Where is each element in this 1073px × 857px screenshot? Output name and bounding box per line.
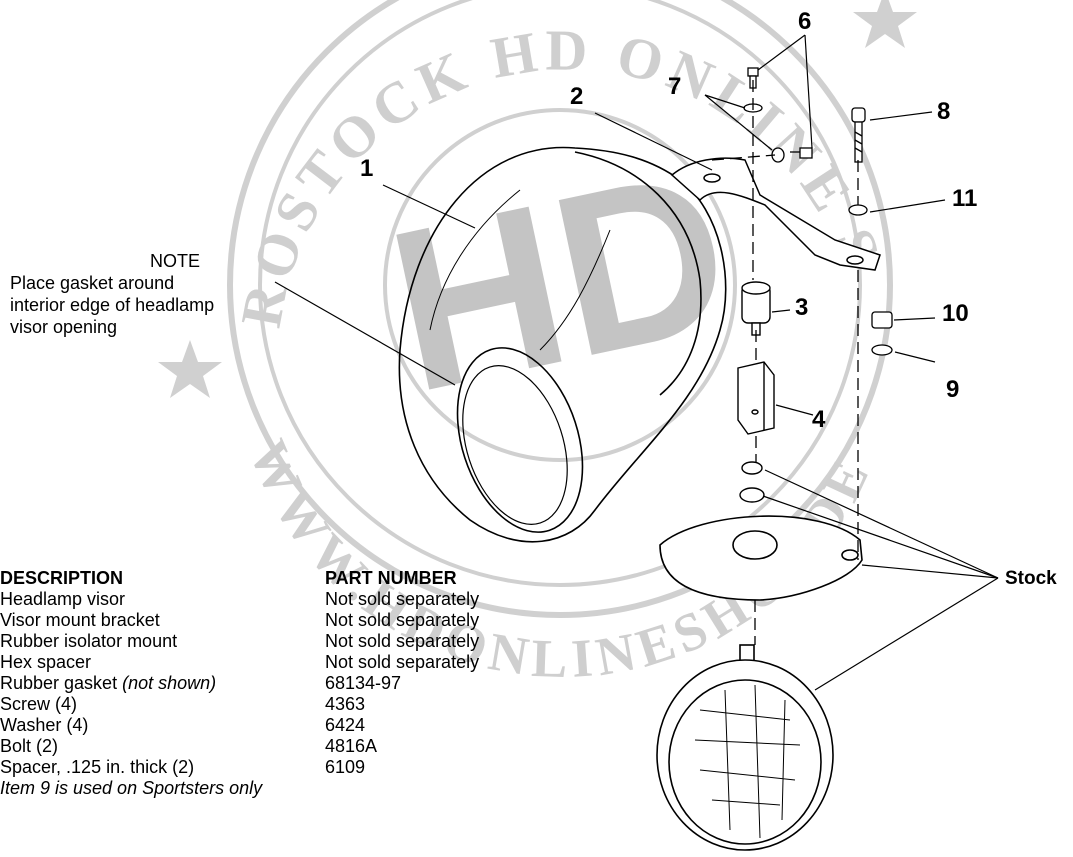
watermark-stamp [158, 0, 917, 618]
part-number: 68134-97 [325, 673, 402, 693]
callout-4: 4 [812, 406, 826, 433]
leader-lines [274, 34, 999, 691]
table-row: Washer (4) 6424 [0, 715, 479, 736]
table-row: Hex spacer Not sold separately [0, 652, 479, 673]
stock-fork-bracket [659, 515, 863, 601]
note-line: visor opening [10, 317, 118, 337]
part-number: 6109 [325, 757, 366, 777]
callout-6: 6 [798, 8, 812, 35]
part-number: 6424 [325, 715, 366, 735]
part-description: Spacer, .125 in. thick (2) [0, 757, 195, 777]
table-row: Rubber gasket (not shown) 68134-97 [0, 673, 479, 694]
table-row: Screw (4) 4363 [0, 694, 479, 715]
table-row: Spacer, .125 in. thick (2) 6109 [0, 757, 479, 778]
part-description: Screw (4) [0, 694, 78, 714]
part-number: Not sold separately [325, 589, 480, 609]
callout-11: 11 [952, 185, 978, 212]
isolator-and-hex-spacer [737, 281, 775, 503]
note-line: Place gasket around [10, 273, 175, 293]
part-description: Headlamp visor [0, 589, 126, 609]
note-title: NOTE [149, 251, 200, 271]
part-number: Not sold separately [325, 610, 480, 630]
table-row: Headlamp visor Not sold separately [0, 589, 479, 610]
watermark-star-icon [853, 0, 917, 48]
callout-8: 8 [937, 98, 951, 125]
part-description: Hex spacer [0, 652, 92, 672]
callout-2: 2 [570, 83, 584, 110]
gasket-note: NOTE Place gasket around interior edge o… [10, 250, 310, 338]
visor-mount-bracket [670, 157, 881, 271]
part-description: Bolt (2) [0, 736, 59, 756]
part-description: Rubber gasket (not shown) [0, 673, 217, 693]
watermark-star-icon [158, 340, 222, 398]
description-header: DESCRIPTION [0, 568, 124, 588]
part-description: Visor mount bracket [0, 610, 160, 630]
spacer-and-washer [871, 311, 893, 356]
table-row: Rubber isolator mount Not sold separatel… [0, 631, 479, 652]
stock-label: Stock [1005, 568, 1057, 589]
table-row: Visor mount bracket Not sold separately [0, 610, 479, 631]
callout-1: 1 [360, 155, 374, 182]
parts-table: DESCRIPTION PART NUMBER Headlamp visor N… [0, 568, 479, 799]
callout-3: 3 [795, 294, 809, 321]
callout-7: 7 [668, 73, 682, 100]
part-number: Not sold separately [325, 652, 480, 672]
part-number: Not sold separately [325, 631, 480, 651]
callout-9: 9 [946, 376, 960, 403]
callout-10: 10 [942, 300, 969, 327]
table-row: Bolt (2) 4816A [0, 736, 479, 757]
part-number: 4363 [325, 694, 366, 714]
part-number-header: PART NUMBER [325, 568, 457, 588]
part-description: Washer (4) [0, 715, 89, 735]
headlamp-visor [398, 146, 727, 543]
alignment-lines [711, 80, 859, 645]
part-number: 4816A [325, 736, 378, 756]
stock-headlamp [656, 644, 834, 851]
note-line: interior edge of headlamp [10, 295, 215, 315]
bolt-and-washer [848, 107, 868, 216]
table-footnote: Item 9 is used on Sportsters only [0, 778, 263, 798]
parts-table-header: DESCRIPTION PART NUMBER [0, 568, 479, 589]
part-description: Rubber isolator mount [0, 631, 178, 651]
